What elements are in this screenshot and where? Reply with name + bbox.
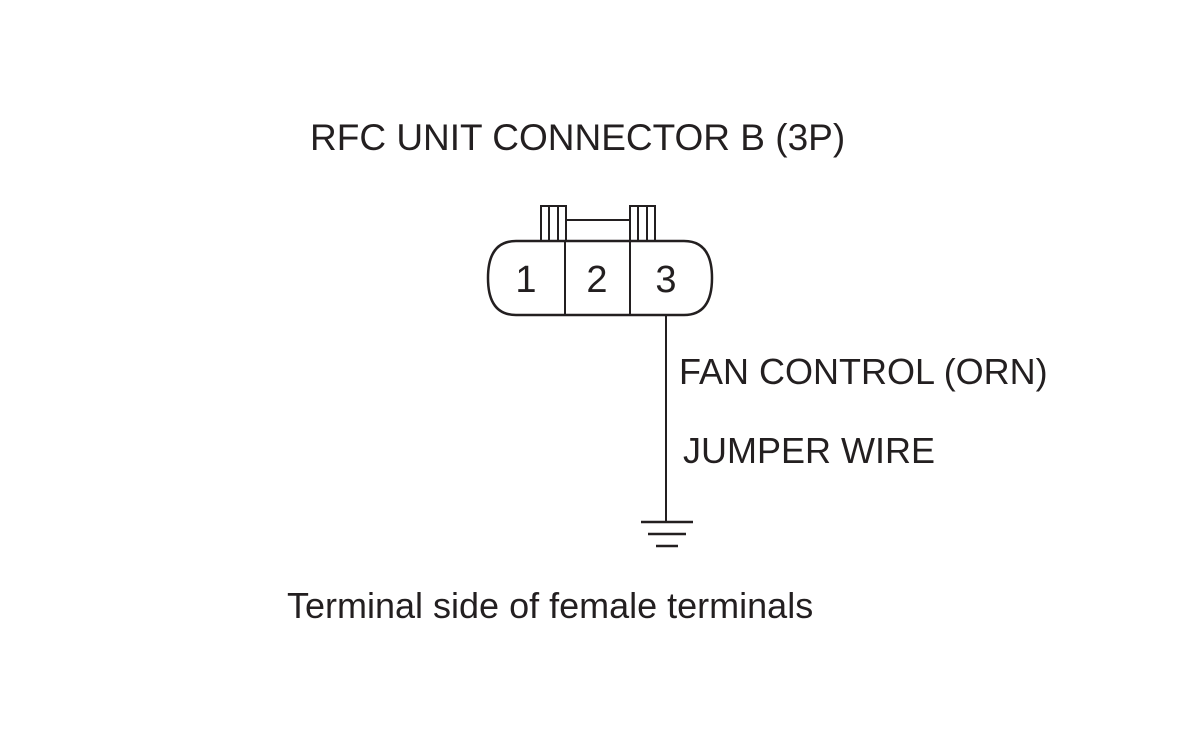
connector-lock-tab [540,205,656,242]
ground-icon [641,520,693,548]
connector-title: RFC UNIT CONNECTOR B (3P) [310,117,846,158]
wire-label: FAN CONTROL (ORN) [679,351,1048,392]
pin-1-label: 1 [515,259,536,301]
pin-3-label: 3 [655,259,676,301]
connector-body [486,239,714,317]
footer-note: Terminal side of female terminals [287,585,814,626]
jumper-wire-label: JUMPER WIRE [683,430,935,471]
pin-2-label: 2 [586,259,607,301]
